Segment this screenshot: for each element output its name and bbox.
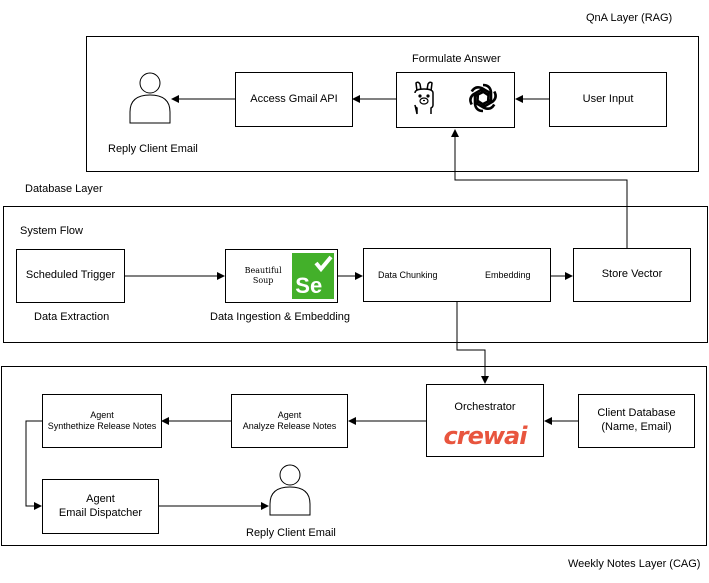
data-ingestion-label: Data Ingestion & Embedding <box>210 311 351 323</box>
store-vector-box[interactable]: Store Vector <box>573 248 691 302</box>
embedding-label: Embedding <box>485 270 531 280</box>
chunking-embedding-box[interactable] <box>363 248 551 302</box>
orchestrator-label: Orchestrator <box>454 401 516 413</box>
llama-icon <box>410 81 438 120</box>
scheduled-trigger-box[interactable]: Scheduled Trigger <box>16 249 125 303</box>
agent-analyze-label: Analyze Release Notes <box>242 421 337 431</box>
database-layer-title: Database Layer <box>25 183 103 195</box>
user-input-label: User Input <box>582 92 634 105</box>
beautiful-soup-logo: Beautiful Soup <box>244 266 282 285</box>
agent-synthesize-box[interactable]: Agent Synthethize Release Notes <box>42 394 162 448</box>
agent-analyze-title: Agent <box>277 409 302 420</box>
access-gmail-api-label: Access Gmail API <box>250 92 338 105</box>
agent-analyze-box[interactable]: Agent Analyze Release Notes <box>231 394 348 448</box>
data-chunking-label: Data Chunking <box>378 270 438 280</box>
formulate-answer-box[interactable] <box>396 72 515 128</box>
agent-dispatcher-label: Email Dispatcher <box>58 506 143 519</box>
user-input-box[interactable]: User Input <box>549 72 667 127</box>
selenium-logo-text: Se <box>295 273 323 298</box>
agent-synthesize-label: Synthethize Release Notes <box>47 421 157 431</box>
qna-layer-title: QnA Layer (RAG) <box>586 12 673 24</box>
data-extraction-label: Data Extraction <box>34 311 110 323</box>
client-database-fields: (Name, Email) <box>601 421 672 433</box>
scheduled-trigger-label: Scheduled Trigger <box>25 269 116 282</box>
reply-client-email-label-2: Reply Client Email <box>246 527 336 539</box>
reply-client-email-label: Reply Client Email <box>108 143 198 155</box>
client-database-box[interactable]: Client Database (Name, Email) <box>578 394 695 448</box>
weekly-layer-title: Weekly Notes Layer (CAG) <box>568 558 701 570</box>
agent-dispatcher-box[interactable]: Agent Email Dispatcher <box>42 479 159 534</box>
person-icon <box>128 72 172 124</box>
agent-dispatcher-title: Agent <box>86 492 115 505</box>
orchestrator-box[interactable]: Orchestrator crewai <box>426 384 544 457</box>
data-ingestion-box[interactable]: Beautiful Soup Se <box>225 249 338 303</box>
crewai-logo: crewai <box>443 421 528 450</box>
selenium-icon: Se <box>292 253 335 299</box>
system-flow-label: System Flow <box>20 225 83 237</box>
access-gmail-api-box[interactable]: Access Gmail API <box>235 72 353 127</box>
store-vector-label: Store Vector <box>601 268 663 281</box>
formulate-answer-label: Formulate Answer <box>412 53 501 65</box>
person-icon <box>268 464 312 516</box>
agent-synthesize-title: Agent <box>90 409 114 420</box>
client-database-label: Client Database <box>597 407 676 420</box>
openai-icon <box>465 80 501 121</box>
